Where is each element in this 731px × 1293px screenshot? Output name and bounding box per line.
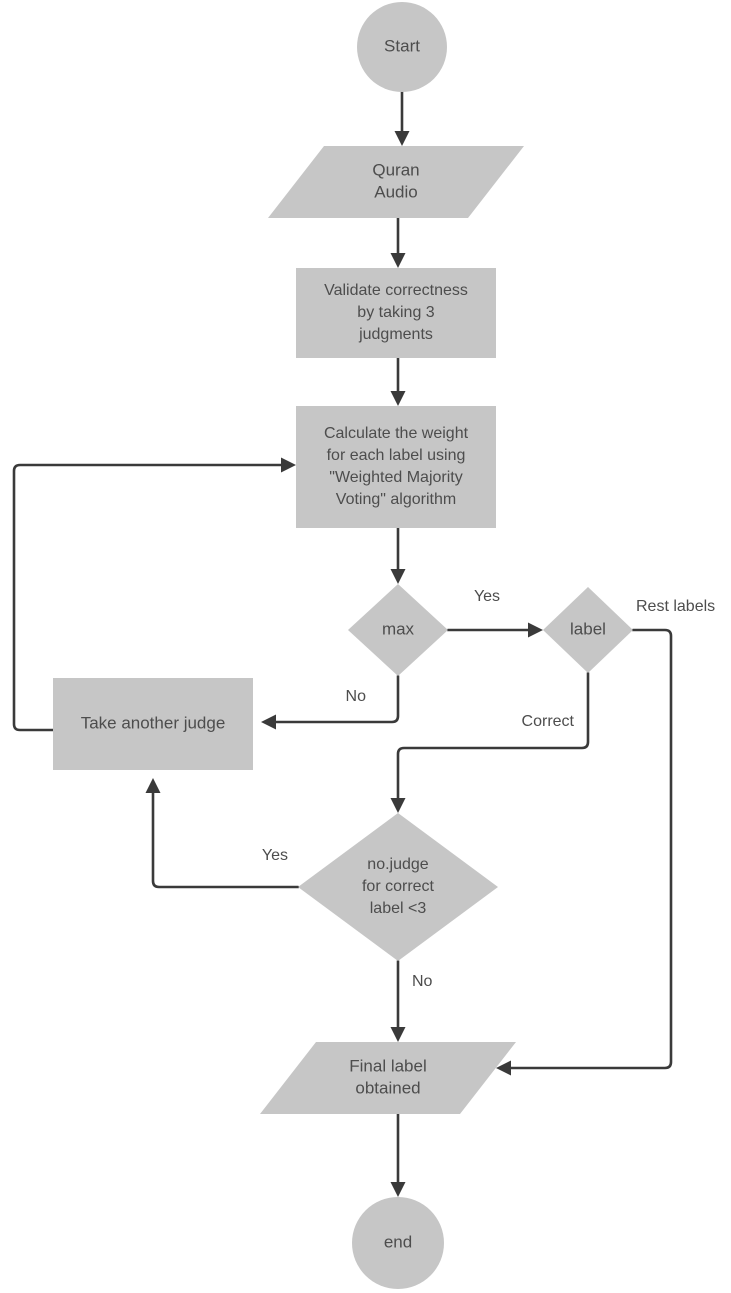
edge-max-yes-to-label: Yes [446,588,543,638]
node-label-start: Start [384,36,420,55]
node-validate-correctness[interactable]: Validate correctness by taking 3 judgments [296,268,496,358]
node-label-calculate-weight: Calculate the weight [324,425,469,442]
node-take-another-judge[interactable]: Take another judge [53,678,253,770]
rect-shape [296,268,496,358]
node-final-label[interactable]: Final label obtained [260,1042,516,1114]
arrow-head-icon [390,798,406,813]
node-label-take-another-judge: Take another judge [81,713,226,732]
edge-label-correct-to-judge-count: Correct [390,671,590,813]
node-label-judge-count-decision: label <3 [370,900,427,917]
arrow-head-icon [281,457,296,473]
node-calculate-weight[interactable]: Calculate the weight for each label using… [296,406,496,528]
node-label-calculate-weight: Voting" algorithm [336,491,456,508]
edge-line [12,463,290,732]
arrow-head-icon [390,569,406,584]
edge-line [396,671,590,807]
node-label-label-decision: label [570,619,606,638]
node-label-end: end [384,1232,412,1251]
edge-take-judge-to-calculate [12,457,296,732]
parallelogram-shape [268,146,524,218]
node-end[interactable]: end [352,1197,444,1289]
arrow-head-icon [528,622,543,638]
arrow-head-icon [145,778,161,793]
node-label-final-label: Final label [349,1056,427,1075]
parallelogram-shape [260,1042,516,1114]
circle-shape [357,2,447,92]
arrow-head-icon [390,1182,406,1197]
diamond-shape [543,587,633,673]
edge-max-no-to-take-judge: No [261,674,400,730]
edge-line [151,784,300,889]
edge-line [267,674,400,724]
node-start[interactable]: Start [357,2,447,92]
node-label-quran-audio: Quran [372,160,419,179]
edge-label-max-yes-to-label: Yes [474,588,500,605]
edge-quran-to-validate [390,216,406,268]
edge-final-to-end [390,1112,406,1197]
node-label-final-label: obtained [355,1078,420,1097]
edge-label-judge-count-no-to-final: No [412,973,433,990]
edge-label-judge-count-yes-to-take-judge: Yes [262,847,288,864]
arrow-head-icon [394,131,410,146]
edge-label-label-correct-to-judge-count: Correct [522,713,575,730]
diamond-shape [298,813,498,961]
arrow-head-icon [496,1060,511,1076]
node-label-judge-count-decision: no.judge [367,856,428,873]
edge-judge-count-no-to-final: No [390,959,433,1042]
edge-label-label-rest-to-final: Rest labels [636,598,715,615]
node-label-calculate-weight: for each label using [327,447,466,464]
edge-label-max-no-to-take-judge: No [346,688,367,705]
node-label-judge-count-decision: for correct [362,878,435,895]
diamond-shape [348,584,448,676]
edge-label-rest-to-final: Rest labels [496,598,715,1076]
arrow-head-icon [261,714,276,730]
rect-shape [296,406,496,528]
node-judge-count-decision[interactable]: no.judge for correct label <3 [298,813,498,961]
edge-calculate-to-max [390,526,406,584]
edge-judge-count-yes-to-take-judge: Yes [145,778,300,889]
edge-start-to-quran [394,90,410,146]
edge-validate-to-calculate [390,356,406,406]
node-label-validate-correctness: Validate correctness [324,282,468,299]
node-label-validate-correctness: by taking 3 [357,304,434,321]
edge-line [502,628,673,1070]
arrow-head-icon [390,253,406,268]
arrow-head-icon [390,1027,406,1042]
rect-shape [53,678,253,770]
node-label-quran-audio: Audio [374,182,417,201]
node-max-decision[interactable]: max [348,584,448,676]
node-label-validate-correctness: judgments [358,326,433,343]
circle-shape [352,1197,444,1289]
arrow-head-icon [390,391,406,406]
node-label-calculate-weight: "Weighted Majority [329,469,462,486]
node-label-decision[interactable]: label [543,587,633,673]
node-label-max-decision: max [382,619,415,638]
